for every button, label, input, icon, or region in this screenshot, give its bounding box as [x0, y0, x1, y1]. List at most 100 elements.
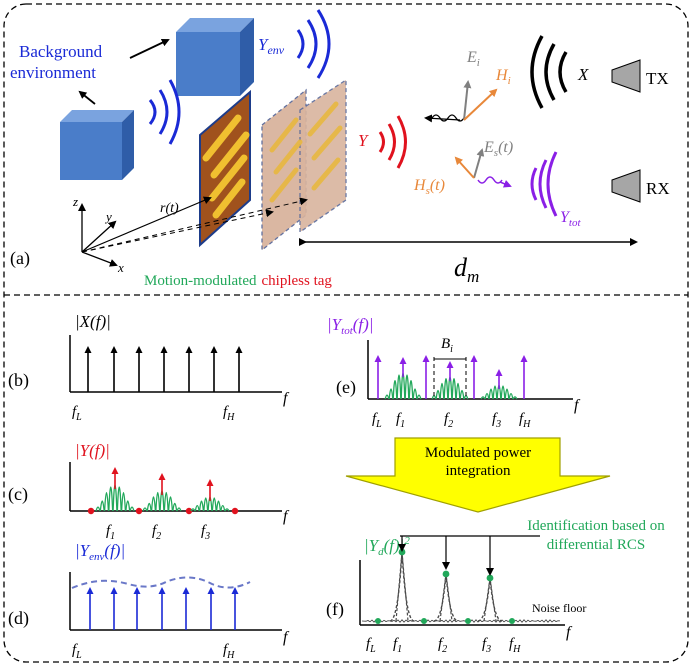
panel-c-title: |Y(f)| — [75, 441, 110, 460]
panel-e-burst-3-lobe — [508, 392, 514, 400]
panel-e-burst-1-lobe — [412, 388, 418, 400]
y-waves — [378, 115, 407, 169]
panel-b-arrow-2-head — [110, 346, 118, 353]
panel-e-burst-3-lobe — [504, 388, 510, 400]
panel-c-burst-1-lobe — [103, 491, 110, 512]
panel-c-burst-1-lobe — [120, 491, 127, 512]
environment-cube-upper — [176, 18, 254, 96]
panel-d-envelope — [71, 576, 251, 589]
axis-x-label: x — [117, 260, 124, 275]
panel-d-fl-label: fL — [72, 642, 82, 661]
background-label-line2: environment — [10, 63, 96, 82]
panel-f-f-axis-label: f — [566, 624, 573, 641]
panel-f-peak-outer-1 — [389, 551, 415, 622]
y-tot-waves — [530, 151, 558, 217]
axis-y-label: y — [104, 209, 112, 224]
panel-c-burst-2-lobe — [167, 496, 174, 512]
panel-b-title: |X(f)| — [75, 312, 111, 331]
panel-c-burst-1-lobe — [99, 500, 105, 512]
panel-a: Background environment Yenv — [10, 9, 670, 289]
background-label-line1: Background — [19, 42, 103, 61]
panel-e-burst-1-lobe — [404, 374, 410, 400]
panel-f-peaks — [375, 548, 515, 624]
bandwidth-label: Bi — [441, 336, 453, 355]
panel-d-spectrum — [86, 587, 239, 630]
panel-c-burst-2-lobe — [155, 491, 161, 512]
panel-c-burst-3-lobe — [220, 504, 226, 512]
panel-e-f2-label: f2 — [444, 411, 453, 430]
panel-c-burst-3-lobe — [211, 497, 217, 512]
panel-f-fh-label: fH — [509, 636, 521, 655]
panel-c-burst-3-lobe — [224, 508, 230, 512]
panel-c-f-axis-label: f — [283, 508, 290, 525]
panel-c-burst-1-lobe — [125, 500, 131, 512]
panel-f-floor-dot-2 — [421, 618, 427, 624]
panel-c-burst-1-lobe — [116, 486, 122, 512]
panel-e-burst-2-lobe — [459, 389, 465, 400]
panel-c-burst-3-lobe — [215, 500, 222, 512]
chipless-tag — [199, 78, 347, 252]
panel-d: |Yenv(f)| (d) fL fH f — [8, 541, 290, 661]
distance-label: dm — [454, 253, 479, 286]
panel-e-arrow-center-3-head — [495, 369, 503, 376]
panel-e-f1-label: f1 — [396, 411, 405, 430]
panel-c-f1-label: f1 — [106, 523, 115, 542]
panel-f-f3-label: f3 — [482, 636, 491, 655]
noise-floor-label: Noise floor — [532, 601, 586, 615]
axis-z-label: z — [72, 194, 78, 209]
panel-b-spectrum — [84, 346, 243, 392]
panel-f-fl-label: fL — [366, 636, 376, 655]
panel-e-arrow-2-head — [422, 355, 430, 362]
panel-d-arrow-1-head — [86, 587, 94, 594]
panel-e-arrow-center-2-head — [446, 361, 454, 368]
panel-e-f-axis-label: f — [574, 397, 581, 414]
environment-cube-lower — [60, 110, 134, 180]
panel-d-arrow-4-head — [158, 587, 166, 594]
rx-horn-icon — [611, 169, 641, 203]
incident-field — [424, 80, 498, 123]
panel-e-fh-label: fH — [519, 411, 531, 430]
panel-b-arrow-6-head — [210, 346, 218, 353]
panel-e-arrow-1-head — [374, 355, 382, 362]
panel-e-burst-1-lobe — [388, 388, 394, 400]
panel-e-burst-3-lobe — [492, 385, 498, 400]
panel-c-burst-1-lobe — [108, 486, 114, 512]
panel-label-d: (d) — [8, 608, 29, 629]
panel-label-e: (e) — [336, 377, 356, 398]
panel-e-burst-1-lobe — [416, 394, 422, 400]
panel-c-burst-2-lobe — [172, 502, 178, 512]
panel-label-c: (c) — [8, 484, 28, 505]
panel-e-title: |Ytot(f)| — [327, 315, 373, 337]
panel-e-burst-3-lobe — [480, 396, 486, 400]
h-s-label: Hs(t) — [413, 177, 445, 197]
panel-e-burst-1-lobe — [408, 379, 414, 400]
e-i-label: Ei — [466, 49, 480, 69]
panel-c-burst-3-lobe — [203, 497, 209, 512]
panel-f-peak-dot-2 — [442, 570, 450, 578]
panel-c-dot-1 — [87, 507, 95, 515]
panel-f-f2-label: f2 — [438, 636, 447, 655]
panel-d-arrow-7-head — [231, 587, 239, 594]
y-env-label: Yenv — [258, 35, 285, 57]
outer-frame — [3, 3, 689, 663]
y-env-waves — [296, 9, 331, 79]
panel-c-arrow-3-head — [206, 479, 214, 486]
e-s-label: Es(t) — [483, 139, 513, 159]
lower-cube-waves — [148, 79, 181, 145]
panel-b-fl-label: fL — [72, 404, 82, 423]
panel-e-arrow-center-1-head — [399, 357, 407, 364]
panel-e-burst-1-lobe — [384, 394, 390, 400]
panel-e-burst-3-lobe — [484, 392, 490, 400]
identification-arrows — [398, 535, 540, 576]
panel-e: |Ytot(f)| Bi (e) fL f1 f2 f3 fH f — [327, 315, 581, 430]
identification-note-line1: Identification based on — [527, 518, 665, 534]
panel-c-burst-3-lobe — [190, 508, 196, 512]
arrow-text-line1: Modulated power — [425, 445, 531, 461]
y-label: Y — [358, 131, 369, 150]
panel-b-arrow-4-head — [160, 346, 168, 353]
panel-e-spectrum — [374, 355, 528, 400]
panel-c-arrow-2-head — [158, 473, 166, 480]
